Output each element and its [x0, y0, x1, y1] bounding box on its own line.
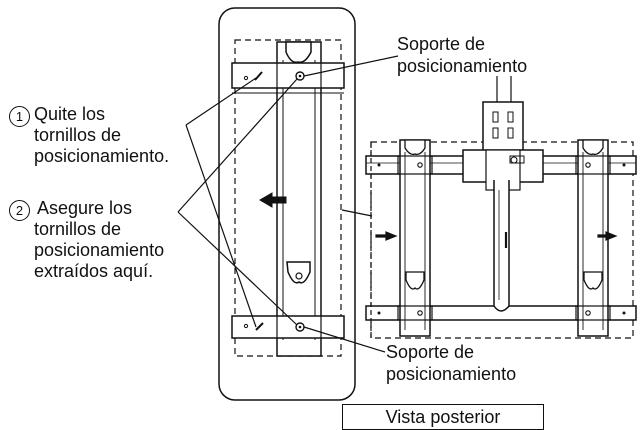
- view-label: Vista posterior: [342, 404, 544, 430]
- step-2-line-3: posicionamiento: [34, 240, 165, 260]
- rear-right-hook: [582, 139, 604, 156]
- small-hole: [243, 323, 249, 329]
- top-screw-center: [298, 74, 302, 78]
- step-2-line-2: tornillos de: [34, 219, 122, 239]
- bottom-screw-hole-left: [255, 322, 264, 331]
- step-1-line-1: Quite los: [34, 104, 106, 124]
- step-1-line-2: tornillos de: [34, 125, 122, 145]
- center-column-slot: [507, 127, 514, 139]
- crossbar-dot: [377, 163, 381, 167]
- small-hole: [243, 75, 249, 81]
- step-2-number: 2: [9, 200, 30, 221]
- center-column-top: [482, 101, 524, 153]
- rear-left-hook: [404, 139, 426, 156]
- leader-step2: [177, 78, 298, 326]
- center-tube: [493, 180, 510, 312]
- rear-screw: [585, 310, 591, 316]
- bottom-callout-line-2: posicionamiento: [386, 364, 517, 384]
- top-callout-line-2: posicionamiento: [397, 56, 528, 76]
- rear-left-bracket-bottom: [397, 305, 433, 321]
- step-2-line-4: extraídos aquí.: [34, 261, 154, 281]
- arrow-right-rear: [597, 231, 618, 241]
- arrow-left-rear: [375, 231, 398, 241]
- center-column-slot: [492, 127, 499, 139]
- center-column-slot: [507, 111, 514, 123]
- bottom-callout-line-1: Soporte de: [386, 342, 475, 362]
- center-column-slot: [492, 111, 499, 123]
- top-positioning-bracket: [231, 62, 345, 89]
- leader-top-callout: [303, 55, 399, 77]
- top-hook-shape: [285, 41, 312, 64]
- rear-left-lower-hook: [405, 271, 425, 290]
- leader-right: [341, 209, 373, 217]
- step-1-number: 1: [9, 106, 30, 127]
- center-mount-knob-stem: [509, 155, 525, 164]
- rear-right-bracket-bottom: [575, 305, 611, 321]
- crossbar-dot: [377, 311, 381, 315]
- top-screw-hole-left: [254, 71, 263, 81]
- rear-right-frame: [577, 139, 609, 337]
- crossbar-dot: [622, 163, 626, 167]
- rear-left-frame: [399, 139, 431, 337]
- rear-right-lower-hook: [583, 271, 603, 290]
- rear-left-bracket-top: [397, 155, 433, 175]
- rear-screw: [585, 162, 591, 168]
- top-callout-line-1: Soporte de: [397, 34, 486, 54]
- rear-screw: [417, 310, 423, 316]
- detail-frame: [218, 7, 356, 401]
- leader-bottom-callout: [303, 326, 386, 353]
- bottom-screw-center: [298, 325, 302, 329]
- crossbar-dot: [622, 311, 626, 315]
- leader-step1: [185, 77, 257, 328]
- step-2-line-1: Asegure los: [37, 198, 133, 218]
- step-1-line-3: posicionamiento.: [34, 146, 170, 166]
- middle-hook-hole: [295, 272, 303, 280]
- move-left-arrow: [259, 192, 287, 208]
- rear-screw: [417, 162, 423, 168]
- center-mount-knob: [510, 156, 518, 164]
- rear-right-bracket-top: [575, 155, 611, 175]
